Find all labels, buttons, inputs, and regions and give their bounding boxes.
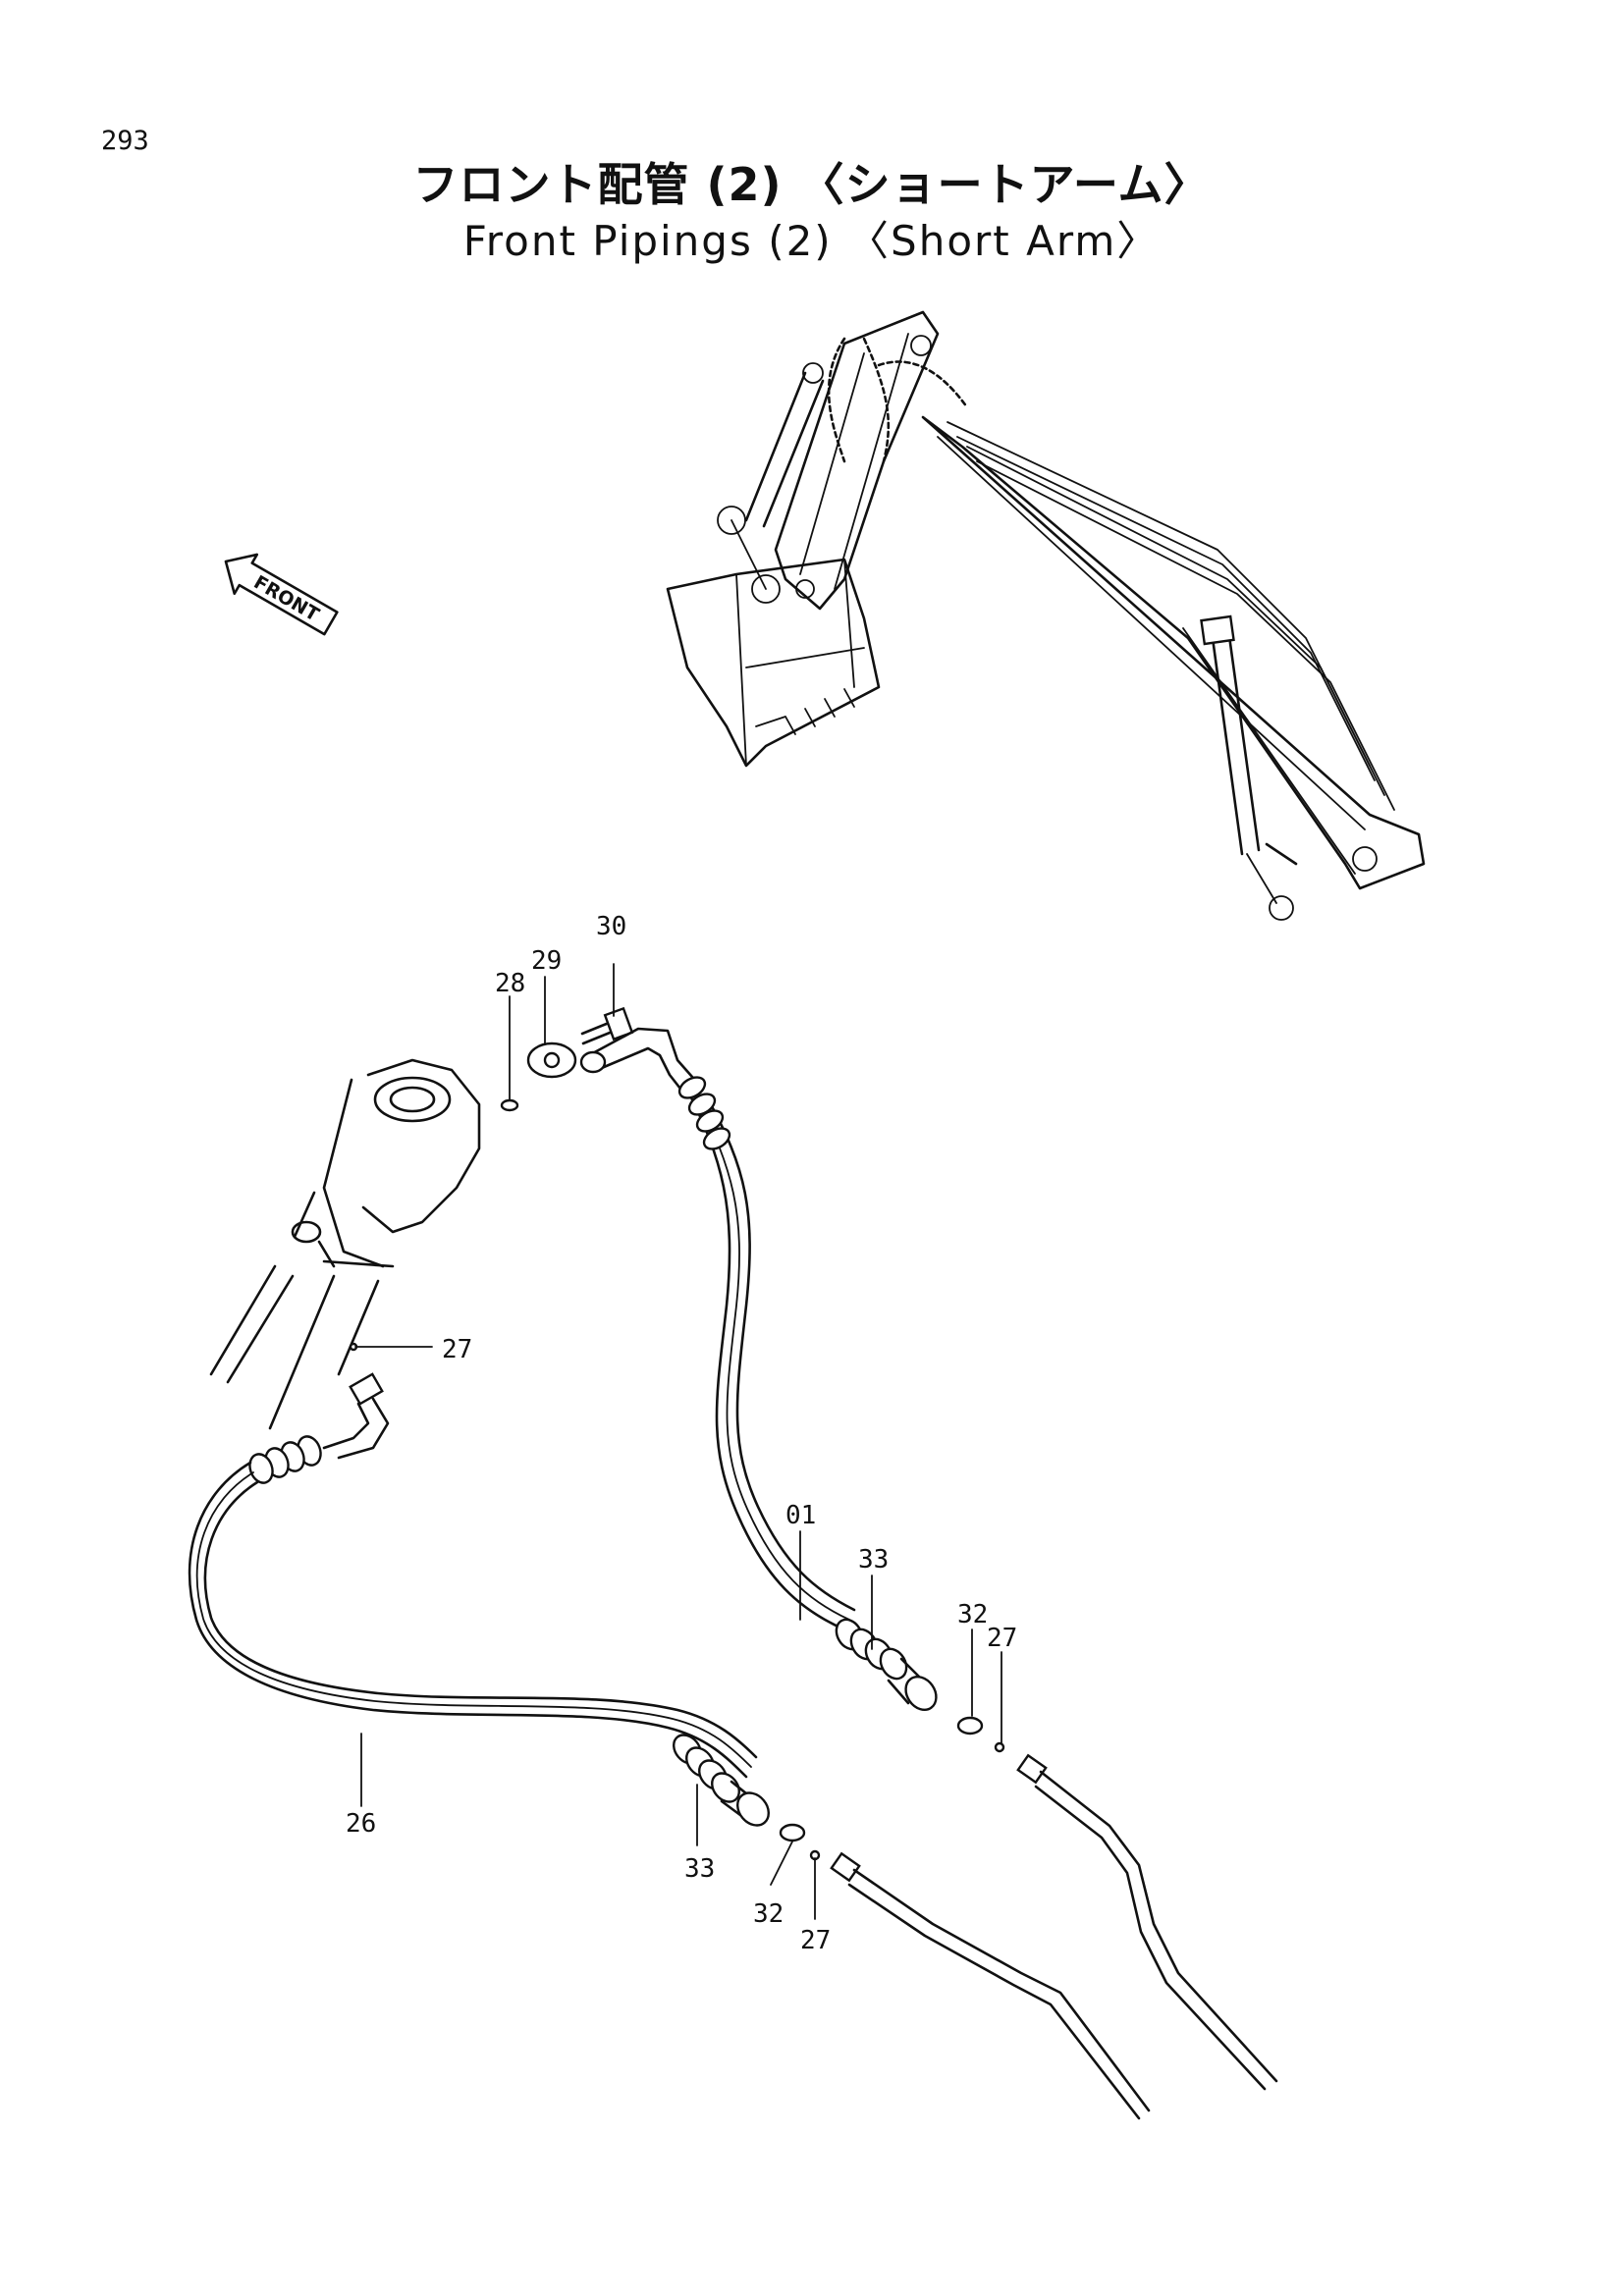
steel-pipe-left — [830, 1851, 1151, 2120]
boom — [921, 415, 1426, 890]
callout-30: 30 — [596, 912, 626, 941]
callout-32-a: 32 — [957, 1600, 988, 1629]
boom-cylinder — [1200, 614, 1298, 921]
o-ring-27b — [994, 1741, 1005, 1753]
page-number: 293 — [101, 126, 149, 156]
hose-ferrule-26-upper — [248, 1435, 322, 1484]
cylinder-head — [209, 1058, 481, 1430]
callout-27-b: 27 — [987, 1624, 1017, 1653]
callout-26: 26 — [346, 1809, 376, 1839]
excavator-overview — [666, 310, 1426, 921]
front-indicator: FRONT — [224, 553, 339, 636]
page-title-japanese: フロント配管 (2) 〈ショートアーム〉 — [412, 158, 1211, 211]
hose-ferrule-upper — [677, 1076, 731, 1150]
callout-28: 28 — [495, 969, 525, 998]
steel-pipe-right — [1016, 1753, 1278, 2091]
o-ring-32b — [779, 1823, 806, 1842]
callout-01: 01 — [785, 1501, 816, 1530]
arm — [774, 310, 940, 611]
callout-27-c: 27 — [800, 1926, 831, 1955]
bucket — [666, 558, 881, 768]
callout-33-b: 33 — [684, 1854, 715, 1884]
hose-ferrule-lower-33b — [673, 1734, 740, 1803]
page-title-english: Front Pipings (2) 〈Short Arm〉 — [462, 217, 1161, 265]
hose-assembly-01 — [500, 1006, 938, 1711]
hose-assembly-26 — [188, 1372, 770, 1827]
callout-27-a: 27 — [442, 1335, 472, 1364]
o-ring-32a — [956, 1716, 984, 1735]
callout-33-a: 33 — [858, 1545, 889, 1575]
callout-29: 29 — [531, 946, 562, 976]
leader-lines — [354, 963, 1002, 1920]
callout-32-b: 32 — [753, 1899, 784, 1929]
arrow-icon — [224, 553, 339, 636]
